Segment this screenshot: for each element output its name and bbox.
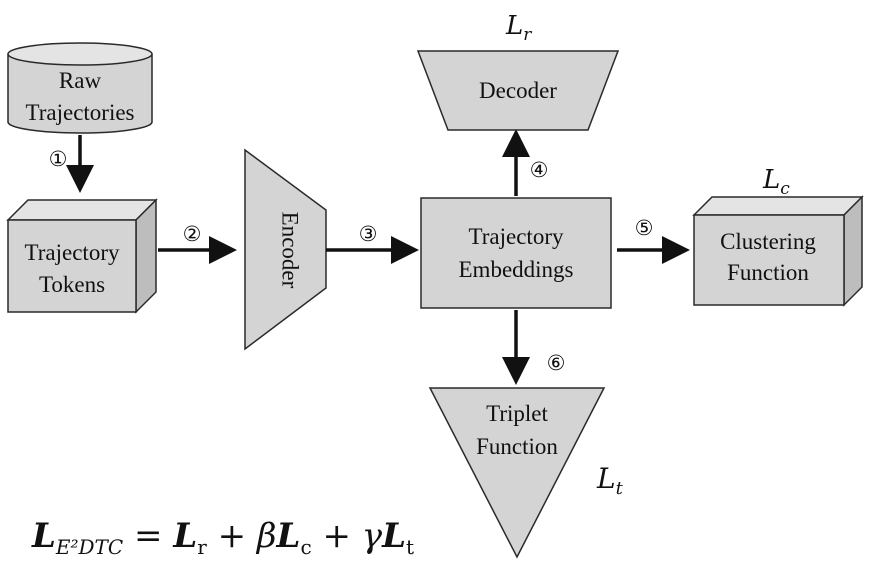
triplet-loss-label: Lt: [596, 462, 624, 499]
clustering-function-label-line1: Clustering: [720, 229, 816, 254]
encoder-node: Encoder: [244, 148, 327, 351]
trajectory-embeddings-label-line2: Embeddings: [459, 257, 574, 282]
trajectory-embeddings-node: Trajectory Embeddings: [420, 197, 612, 309]
step-1-marker: ①: [49, 147, 68, 171]
triplet-function-label-line1: Triplet: [486, 401, 548, 426]
decoder-label: Decoder: [479, 78, 557, 103]
step-6-marker: ⑥: [547, 351, 566, 375]
encoder-label: Encoder: [278, 212, 303, 289]
reconstruction-loss-label: Lr: [505, 11, 532, 45]
decoder-node: Decoder: [416, 50, 620, 131]
step-5-marker: ⑤: [635, 216, 654, 240]
trajectory-tokens-label-line1: Trajectory: [25, 240, 120, 265]
clustering-function-label-line2: Function: [727, 260, 809, 285]
clustering-loss-label: Lc: [762, 165, 790, 199]
total-loss-formula: LE²DTC = Lr + βLc + γLt: [31, 516, 414, 559]
step-4-marker: ④: [530, 158, 549, 182]
triplet-function-label-line2: Function: [476, 434, 558, 459]
trajectory-embeddings-label-line1: Trajectory: [469, 224, 564, 249]
step-2-marker: ②: [183, 222, 202, 246]
raw-trajectories-node: Raw Trajectories: [7, 42, 153, 134]
triplet-function-node: Triplet Function: [428, 387, 606, 559]
trajectory-tokens-label-line2: Tokens: [39, 272, 105, 297]
clustering-function-node: Clustering Function: [692, 195, 864, 307]
step-3-marker: ③: [359, 222, 378, 246]
trajectory-tokens-node: Trajectory Tokens: [6, 198, 158, 314]
raw-trajectories-label-line1: Raw: [59, 68, 102, 93]
raw-trajectories-label-line2: Trajectories: [25, 100, 134, 125]
